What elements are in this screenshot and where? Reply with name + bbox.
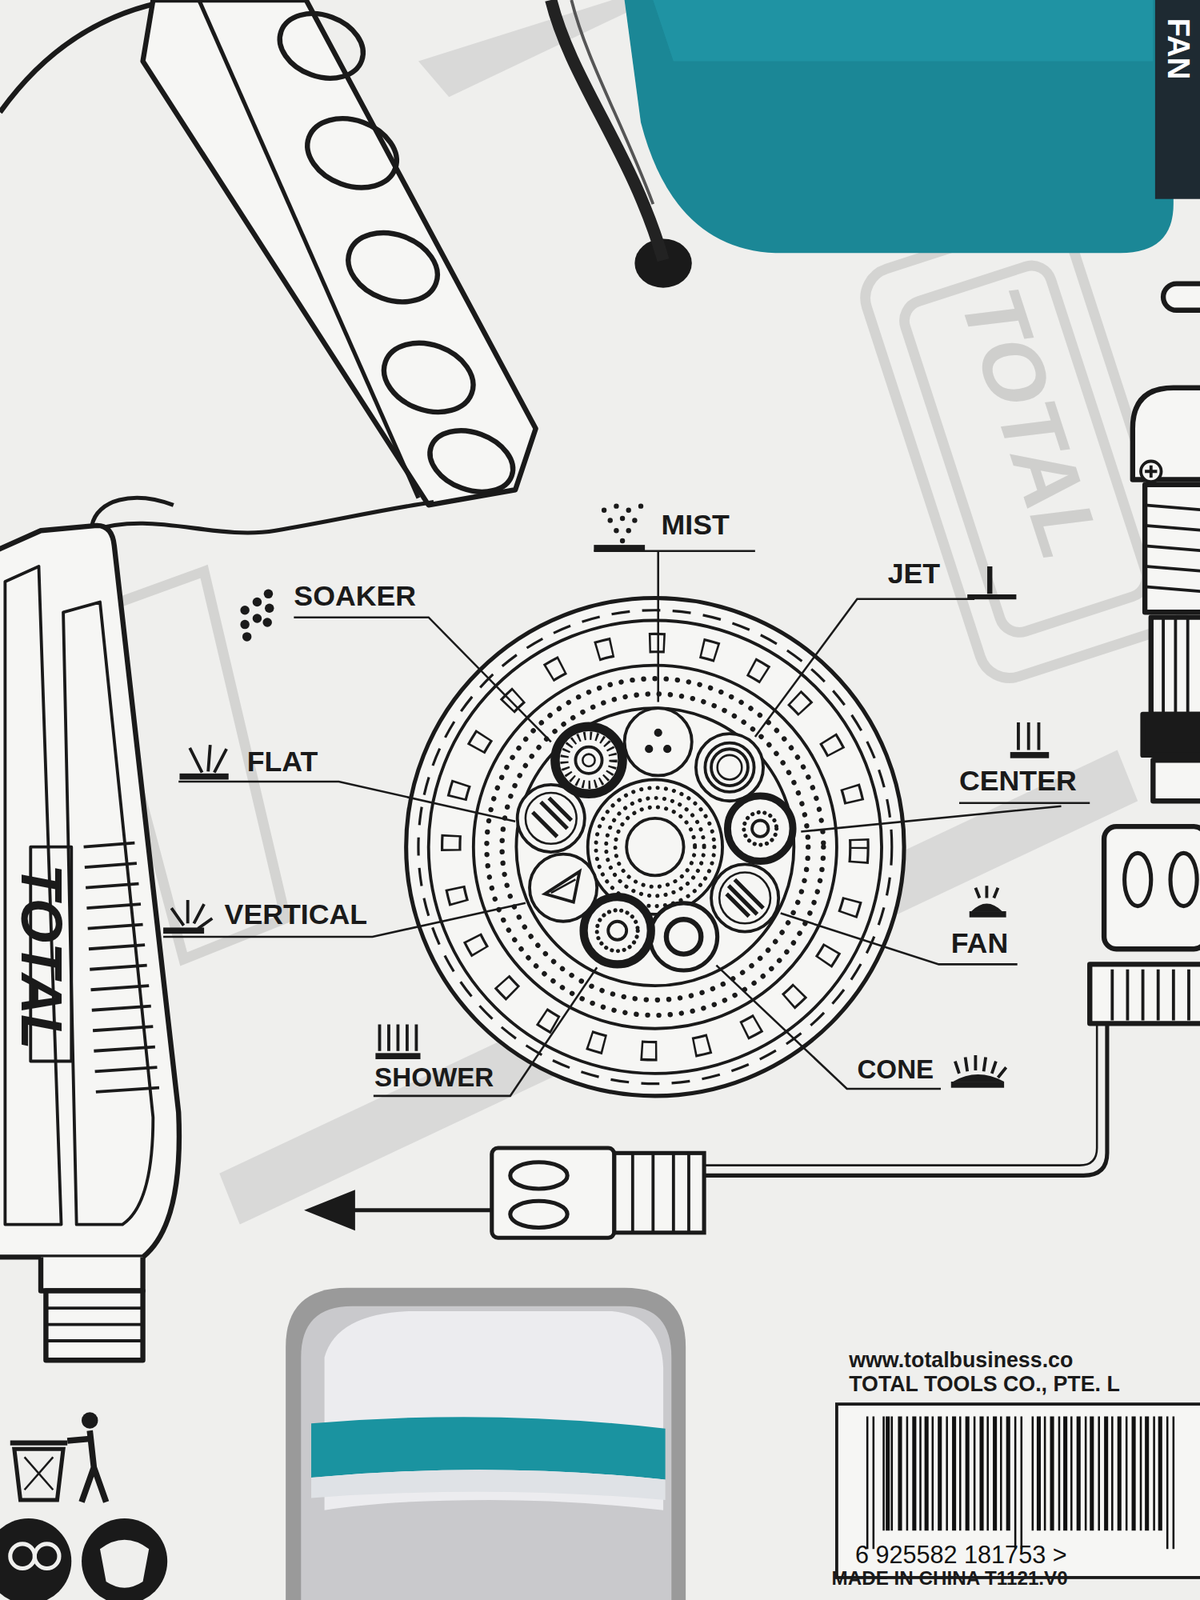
pattern-label: SOAKER <box>293 582 416 612</box>
pattern-label: FAN <box>951 929 1008 959</box>
company-website: www.totalbusiness.co <box>848 1349 1073 1372</box>
pattern-label: JET <box>888 560 940 589</box>
pattern-label: CENTER <box>959 767 1077 796</box>
safety-icons <box>0 1412 168 1600</box>
pattern-label: FLAT <box>247 748 319 777</box>
teal-product <box>624 0 1200 253</box>
brand-logo: TOTAL <box>12 864 69 1050</box>
hose-fitting <box>1089 284 1200 1024</box>
nozzle-handle <box>0 497 180 1360</box>
pattern-label: VERTICAL <box>224 900 368 930</box>
origin-note: MADE IN CHINA T1121.V0 <box>832 1568 1068 1588</box>
nozzle-face <box>406 597 904 1096</box>
nozzle-barrel <box>0 0 536 533</box>
barcode <box>836 1404 1200 1578</box>
product-label: FAN <box>1163 18 1194 80</box>
pattern-label: CONE <box>856 1056 934 1083</box>
company-name: TOTAL TOOLS CO., PTE. L <box>848 1372 1120 1395</box>
watermark-outline <box>92 212 1194 960</box>
barcode-number: 6 925582 181753 > <box>855 1541 1068 1567</box>
cable <box>551 0 692 288</box>
leader-lines <box>163 551 1090 1096</box>
spray-symbols <box>163 503 1049 1088</box>
brand-watermark: TOTAL <box>947 278 1115 569</box>
pattern-label: SHOWER <box>374 1064 494 1091</box>
package-window <box>285 1288 686 1600</box>
pattern-label: MIST <box>661 511 730 540</box>
